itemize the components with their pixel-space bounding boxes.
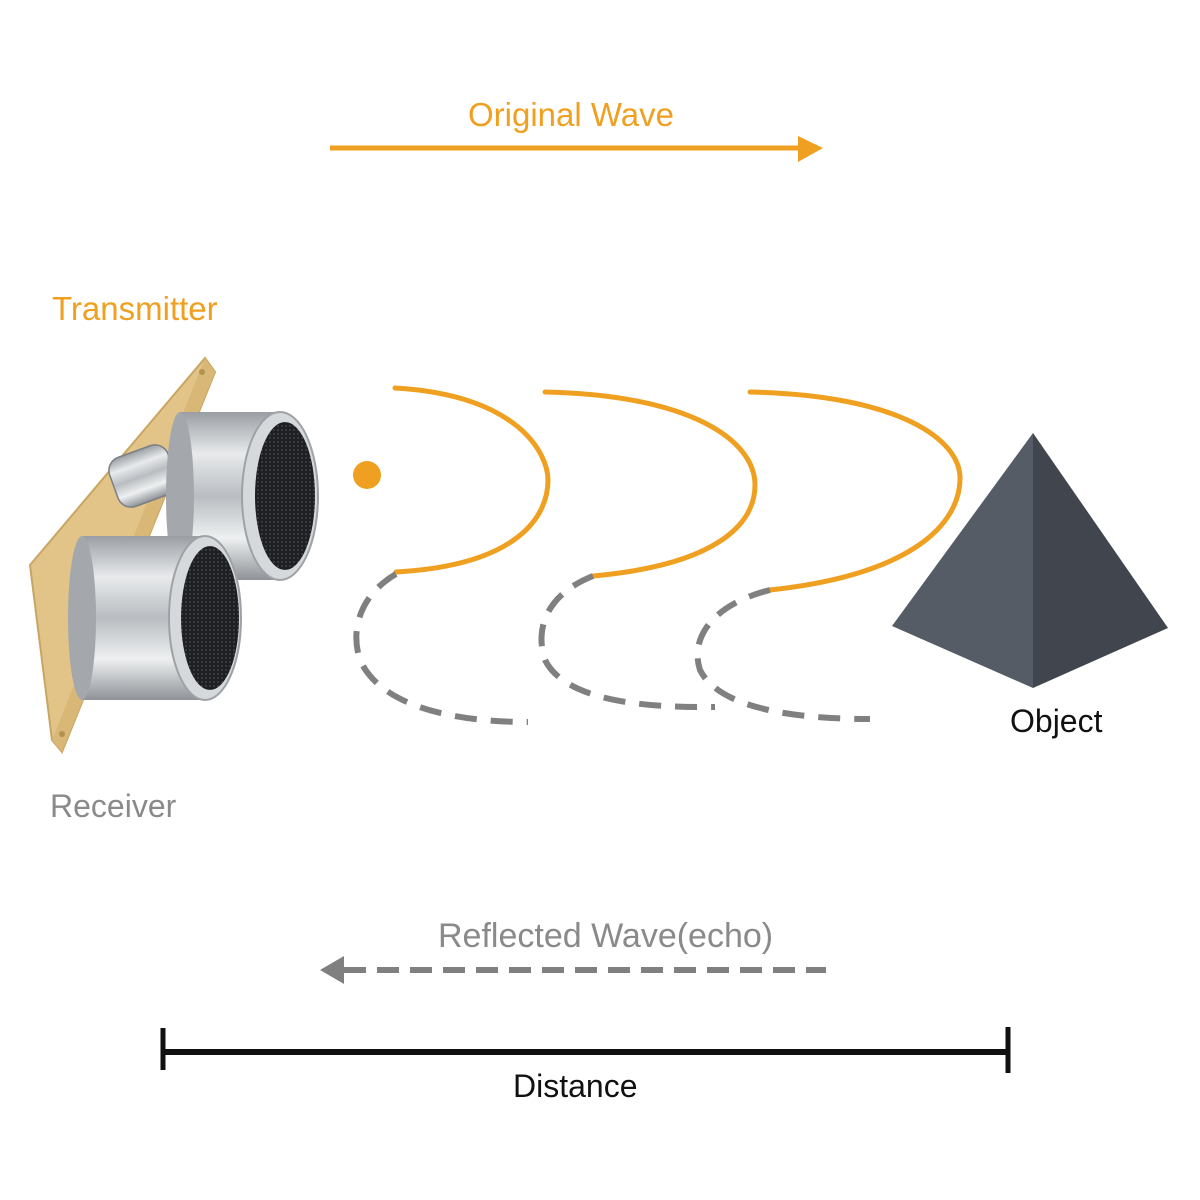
receiver-label: Receiver [50, 788, 177, 824]
arrow-right-icon [798, 136, 823, 162]
object-label: Object [1010, 703, 1103, 739]
distance-label: Distance [513, 1068, 638, 1104]
wave-front-1 [392, 385, 551, 575]
echo-front-3 [694, 587, 871, 722]
distance-bar [160, 1027, 1011, 1073]
echo-front-1 [353, 571, 529, 725]
wave-front-3 [747, 389, 963, 593]
transmitter-label: Transmitter [52, 290, 218, 327]
reflected-wave-label: Reflected Wave(echo) [438, 917, 774, 955]
wave-front-2 [542, 389, 758, 579]
original-wave-label: Original Wave [468, 96, 675, 133]
pulse-source-dot [353, 461, 381, 489]
reflected-wave-fronts [353, 571, 871, 725]
pyramid-icon [892, 433, 1168, 688]
original-wave-arrow [330, 136, 823, 162]
echo-front-2 [538, 573, 716, 711]
arrow-left-icon [320, 956, 344, 984]
original-wave-fronts [392, 385, 963, 593]
ultrasonic-sensor-icon [28, 356, 319, 754]
receiver-cylinder [68, 535, 242, 701]
reflected-wave-arrow [320, 956, 826, 984]
